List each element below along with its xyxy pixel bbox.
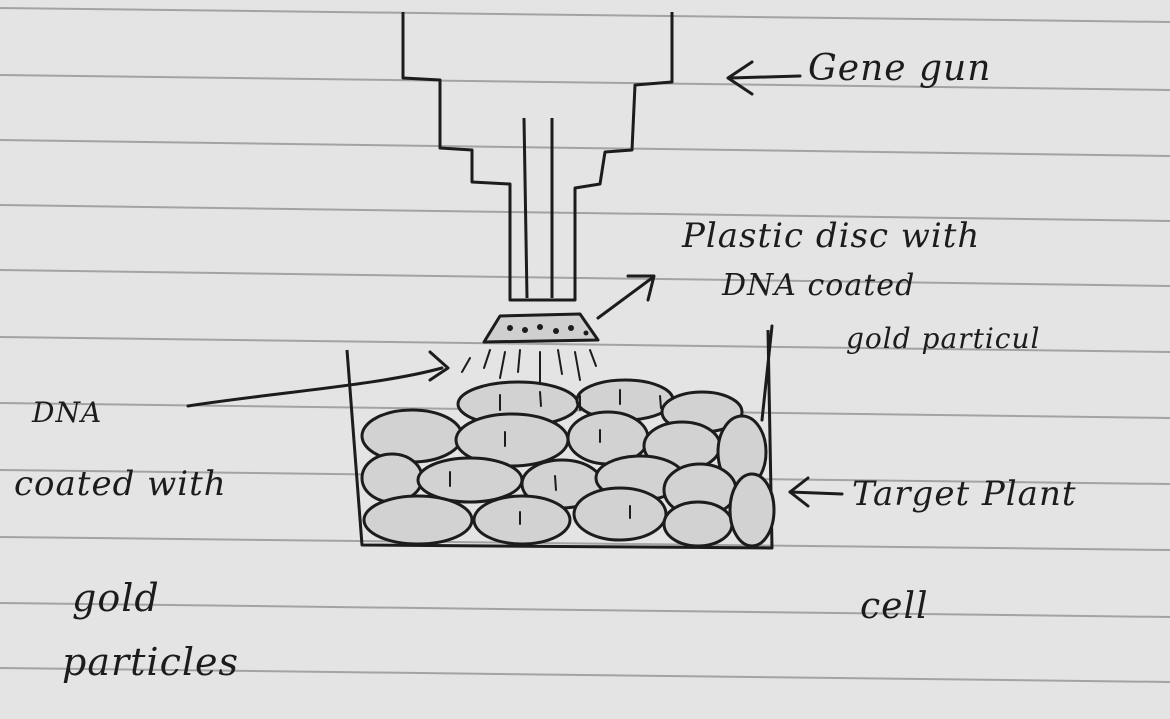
dna-label-line-4: particles bbox=[62, 640, 239, 684]
target-label-line-1: Target Plant bbox=[852, 474, 1077, 514]
gene-gun-arrow bbox=[728, 62, 800, 94]
target-label-line-2: cell bbox=[860, 586, 929, 627]
dna-label-line-1: DNA bbox=[32, 396, 102, 429]
gene-gun-body bbox=[403, 12, 672, 300]
disc-label-line-1: Plastic disc with bbox=[682, 216, 980, 256]
disc-label-line-2: DNA coated bbox=[722, 268, 915, 303]
gene-gun-barrel-left bbox=[524, 118, 527, 298]
disc-label-line-3: gold particul bbox=[846, 322, 1040, 355]
dna-arrow bbox=[188, 352, 448, 406]
gene-gun-label: Gene gun bbox=[808, 48, 991, 89]
dna-label-line-3: gold bbox=[72, 576, 160, 620]
disc-arrow bbox=[598, 276, 654, 318]
dna-label-line-2: coated with bbox=[14, 464, 227, 504]
particle-spray bbox=[462, 350, 596, 382]
target-plant-cells bbox=[362, 380, 774, 546]
target-arrow bbox=[790, 478, 842, 506]
